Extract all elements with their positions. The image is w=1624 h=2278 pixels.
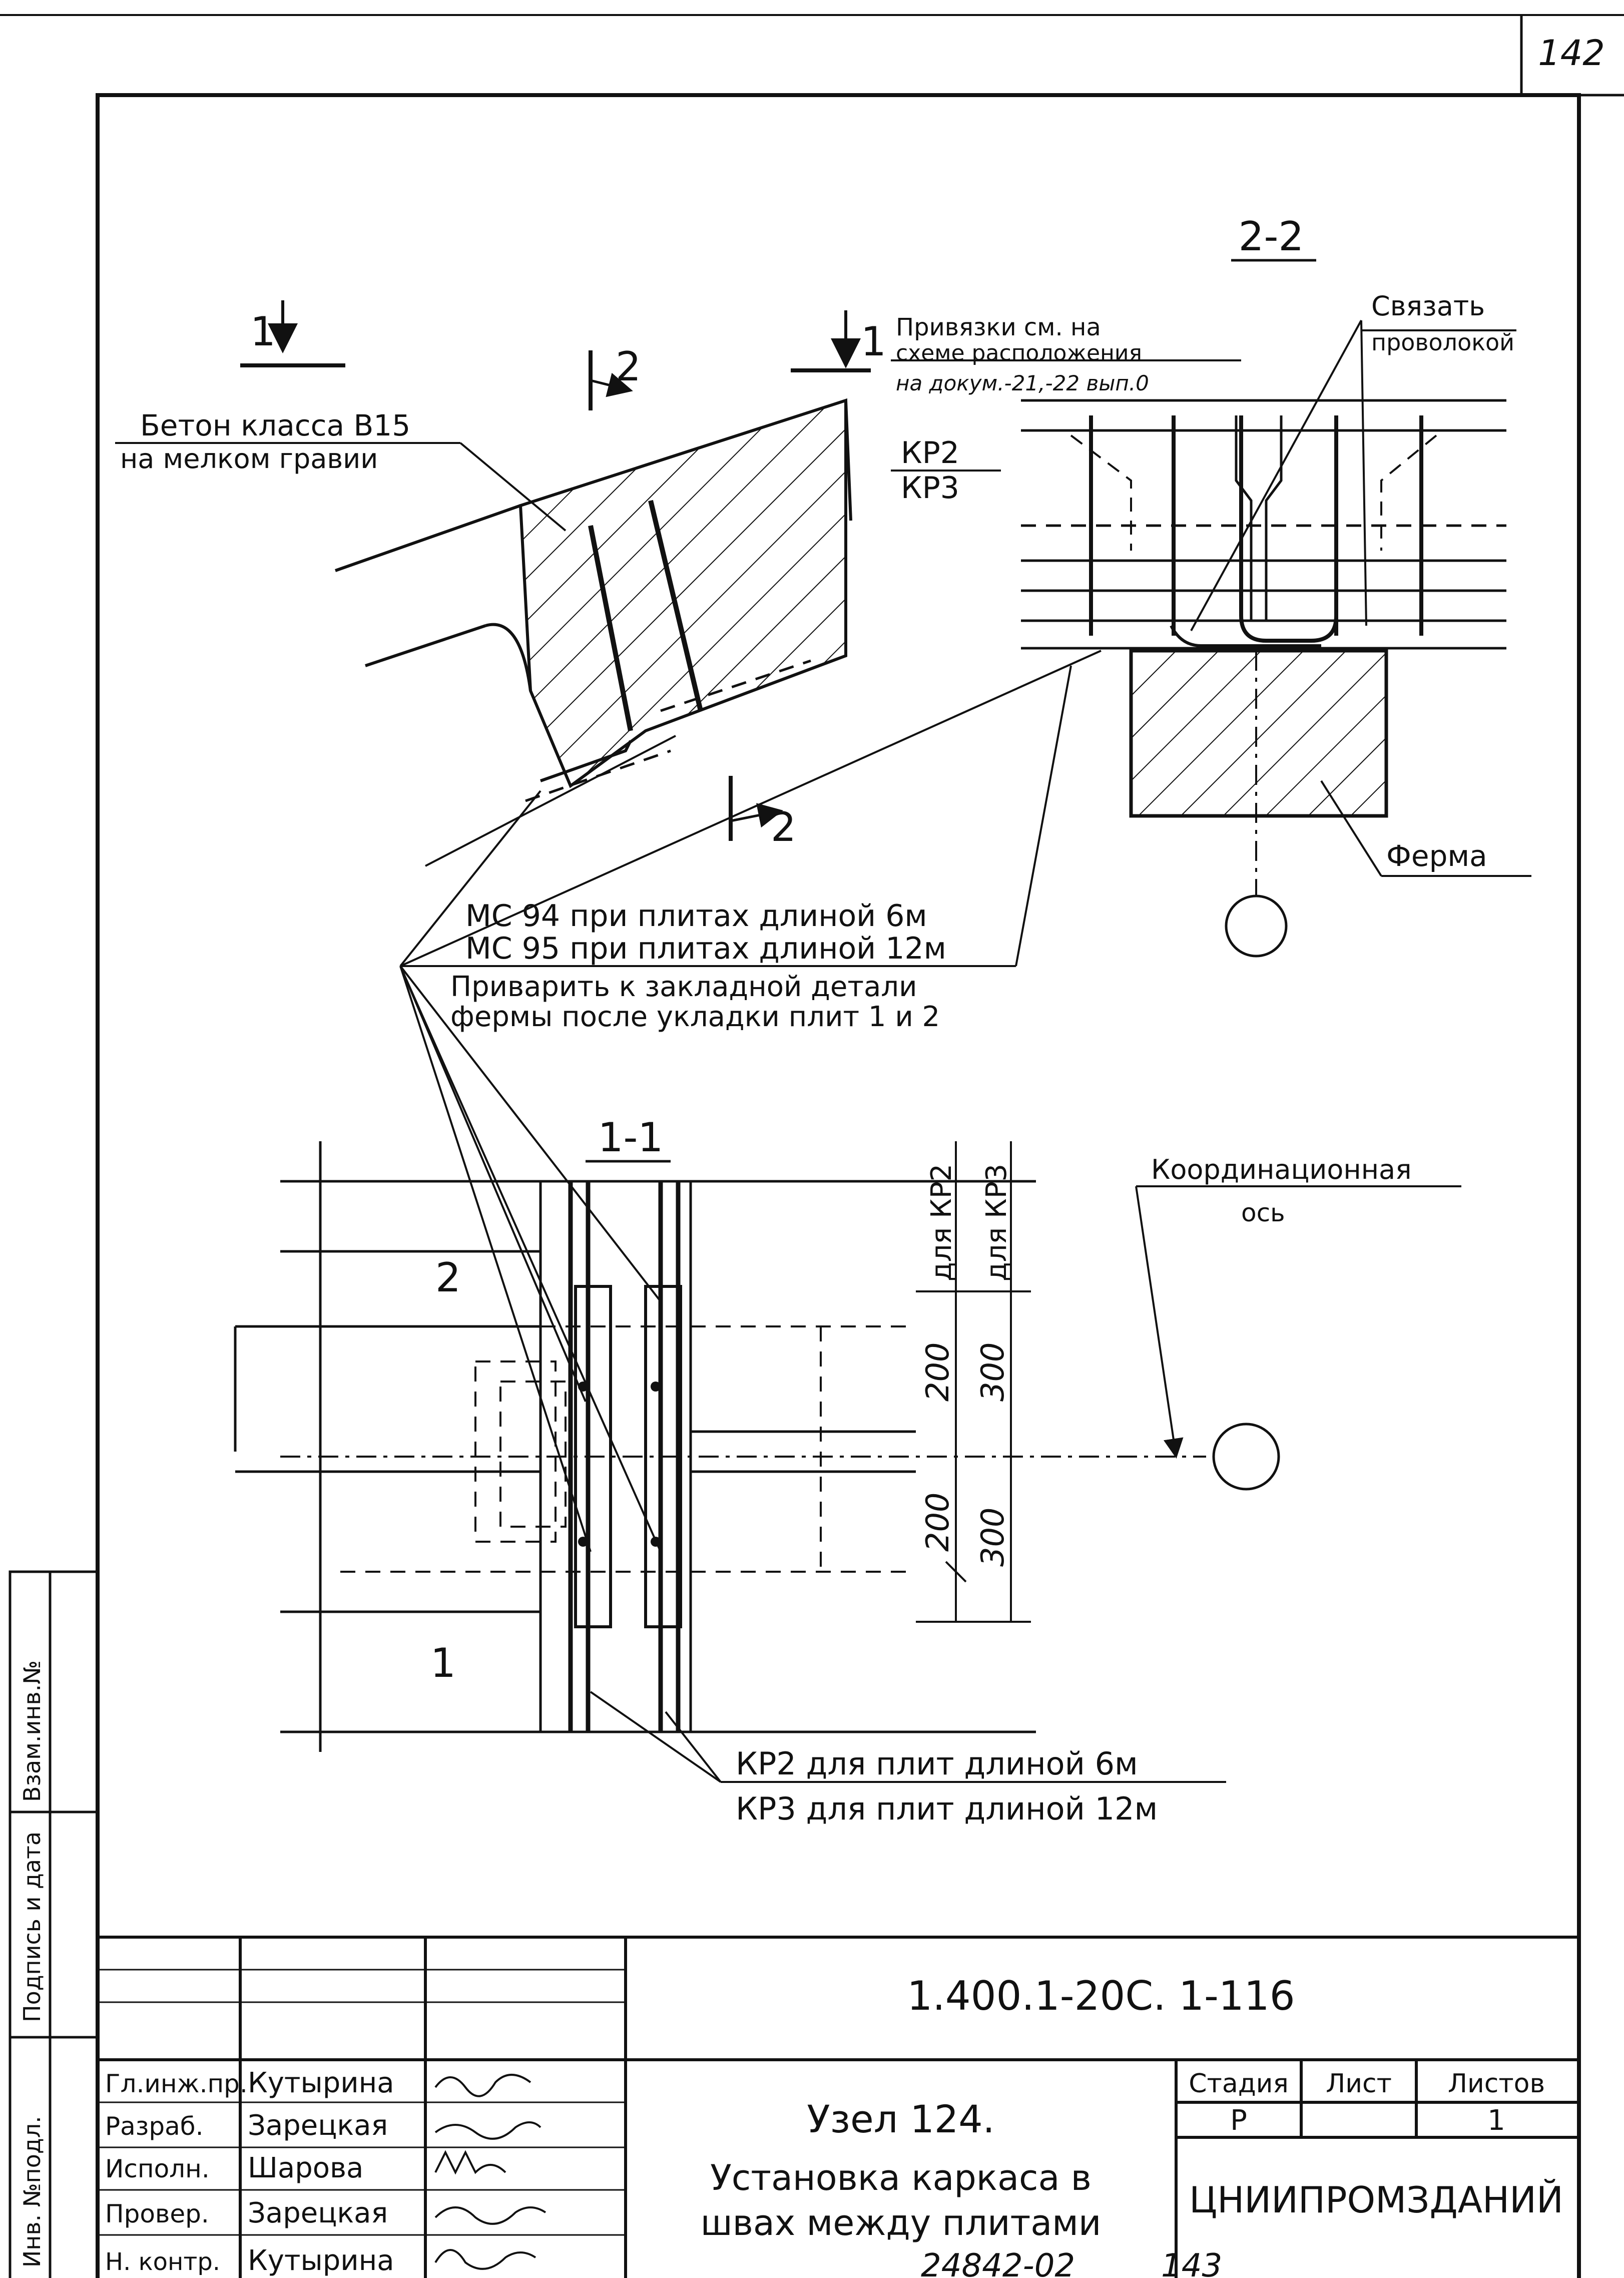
tb-role-4: Н. контр. — [105, 2248, 220, 2276]
ref-note-2: схеме расположения — [896, 340, 1142, 366]
tb-sheets-label: Листов — [1448, 2069, 1545, 2099]
tb-role-3: Провер. — [105, 2199, 209, 2228]
tb-name-2: Шарова — [248, 2152, 363, 2184]
notes-block: МС 94 при плитах длиной 6м МС 95 при пли… — [399, 650, 1102, 1552]
concrete-fill — [518, 398, 847, 788]
concrete-note-1: Бетон класса В15 — [140, 408, 410, 442]
ref-note-3: на докум.-21,-22 вып.0 — [896, 371, 1149, 395]
section-2-2-title: 2-2 — [1239, 213, 1304, 260]
tb-sheets-value: 1 — [1487, 2104, 1505, 2137]
sheet-frame — [0, 14, 1624, 2278]
kr2-label: КР2 — [901, 435, 959, 471]
section-2-2: 2-2 — [891, 213, 1531, 958]
kr2-note: КР2 для плит длиной 6м — [736, 1745, 1138, 1782]
cut-1-right: 1 — [861, 318, 886, 365]
axis-note-1: Координационная — [1151, 1154, 1412, 1185]
dim-200-top: 200 — [919, 1342, 956, 1402]
axis-bubble-bottom — [1212, 1423, 1280, 1491]
dim-300-top: 300 — [974, 1342, 1011, 1402]
side-inv-sub: Взам.инв.№ — [19, 1660, 46, 1802]
drawing-code: 1.400.1-20С. 1-116 — [907, 1973, 1295, 2019]
tb-organization: ЦНИИПРОМЗДАНИЙ — [1189, 2179, 1563, 2221]
sheet-number: 142 — [1538, 33, 1605, 74]
concrete-note-2: на мелком гравии — [120, 443, 378, 475]
axis-bubble-top — [1225, 894, 1288, 958]
truss-section — [1129, 649, 1388, 818]
axis-note-2: ось — [1241, 1198, 1285, 1227]
tb-sheet-label: Лист — [1326, 2069, 1392, 2099]
section-1-1-title: 1-1 — [598, 1114, 664, 1161]
tie-note-1: Связать — [1371, 290, 1485, 322]
tb-name-0: Кутырина — [248, 2067, 394, 2099]
truss-label: Ферма — [1386, 839, 1487, 873]
signatures — [434, 2074, 547, 2270]
tb-name-4: Кутырина — [248, 2244, 394, 2277]
side-sign-date: Подпись и дата — [19, 1832, 46, 2022]
tb-role-0: Гл.инж.пр. — [105, 2069, 248, 2098]
kr3-label: КР3 — [901, 471, 959, 506]
tb-title-1: Узел 124. — [807, 2097, 994, 2141]
dim-300-bottom: 300 — [974, 1508, 1011, 1567]
section-1-1: 1-1 — [234, 1114, 1461, 1827]
bottom-number: 24842-02 — [921, 2247, 1075, 2278]
slab-2-number: 2 — [435, 1254, 461, 1301]
inclined-section: 1 1 2 2 Бетон класса В15 на мелком грави… — [115, 300, 886, 867]
mc95-note: МС 95 при плитах длиной 12м — [465, 931, 946, 966]
kr3-note: КР3 для плит длиной 12м — [736, 1790, 1158, 1827]
tb-stage-value: Р — [1230, 2104, 1247, 2137]
side-inv-orig: Инв. №подл. — [19, 2116, 46, 2267]
title-block-grid — [98, 1936, 1579, 2278]
tb-name-3: Зарецкая — [248, 2197, 388, 2229]
tb-role-1: Разраб. — [105, 2112, 203, 2141]
tb-stage-label: Стадия — [1189, 2069, 1289, 2099]
tb-title-3: швах между плитами — [701, 2202, 1102, 2243]
cut-1-left: 1 — [250, 308, 276, 355]
bottom-number-2: 143 — [1161, 2247, 1222, 2278]
side-stamp — [9, 1570, 99, 2278]
tb-title-2: Установка каркаса в — [710, 2157, 1092, 2198]
mc94-note: МС 94 при плитах длиной 6м — [465, 898, 927, 934]
tie-note-2: проволокой — [1371, 329, 1514, 356]
cut-2-top: 2 — [616, 343, 641, 390]
weld-note-2: фермы после укладки плит 1 и 2 — [450, 1001, 940, 1033]
dim-200-bottom: 200 — [919, 1493, 956, 1552]
for-kr2: для КР2 — [925, 1164, 958, 1281]
weld-note-1: Приварить к закладной детали — [450, 971, 917, 1003]
slab-1-number: 1 — [430, 1640, 456, 1686]
tb-role-2: Исполн. — [105, 2154, 210, 2183]
tb-name-1: Зарецкая — [248, 2109, 388, 2142]
ref-note-1: Привязки см. на — [896, 313, 1101, 341]
for-kr3: для КР3 — [980, 1164, 1013, 1281]
